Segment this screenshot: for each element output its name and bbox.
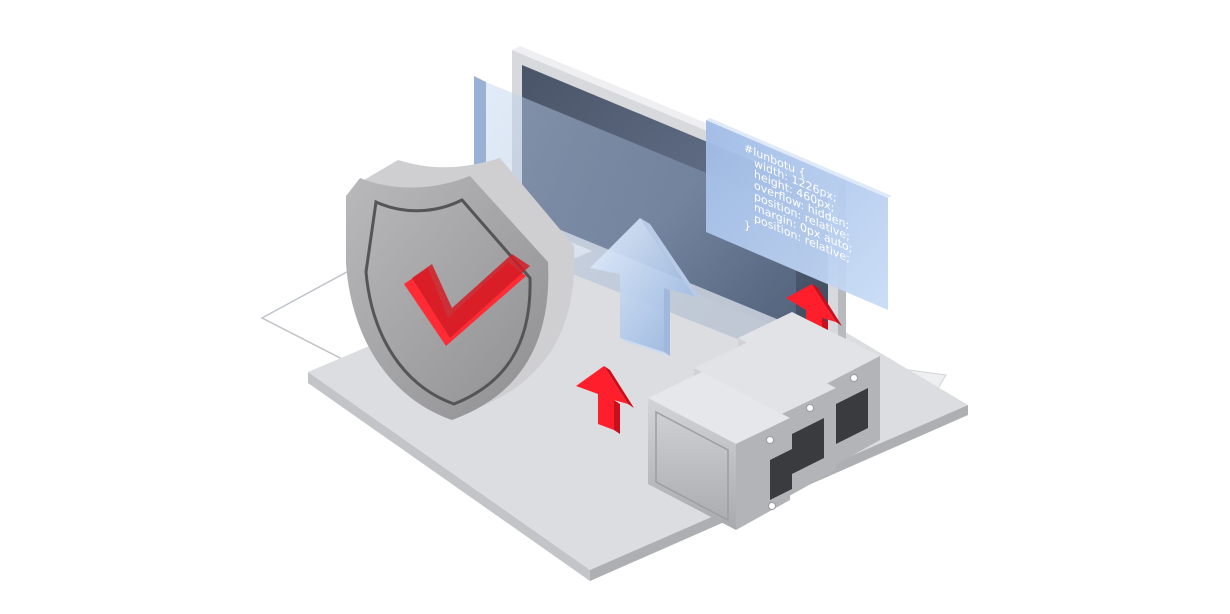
code-panel: #lunbotu { width: 1226px; height: 460px;… <box>706 118 892 310</box>
shield-check-icon <box>346 158 575 420</box>
glass-arrow-up-icon <box>590 218 700 356</box>
code-line-8: } <box>744 217 751 233</box>
red-arrow-up-icon <box>576 366 634 434</box>
server-block-icon <box>648 372 792 530</box>
